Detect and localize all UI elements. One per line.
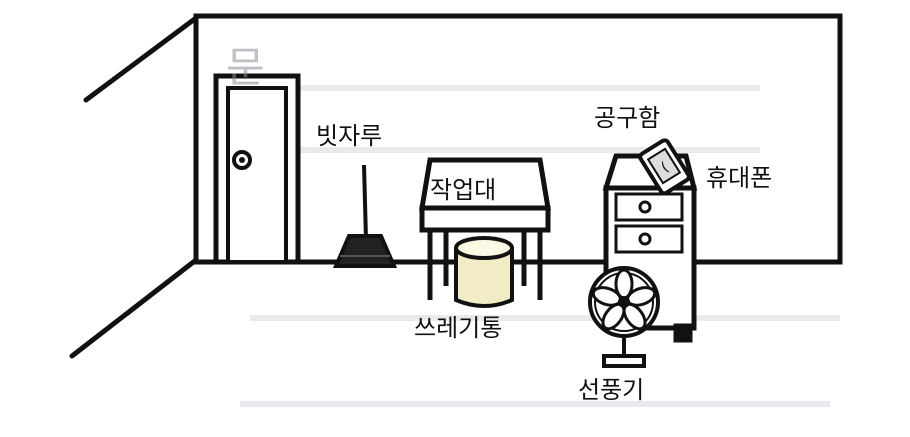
fan-icon <box>588 266 660 368</box>
door-label: 문 <box>226 43 265 92</box>
broom-label: 빗자루 <box>316 122 383 150</box>
phone-icon: ( <box>638 138 691 196</box>
fan-label: 선풍기 <box>578 376 645 404</box>
toolbox-label: 공구함 <box>594 104 661 132</box>
broom-icon <box>332 164 398 268</box>
workbench-label: 작업대 <box>430 176 497 204</box>
trash-can-icon <box>454 236 514 308</box>
room-walls <box>69 13 843 359</box>
phone-label: 휴대폰 <box>706 164 773 192</box>
door-icon <box>213 73 301 265</box>
trash-can-label: 쓰레기통 <box>414 314 503 342</box>
workbench-icon <box>419 157 551 300</box>
